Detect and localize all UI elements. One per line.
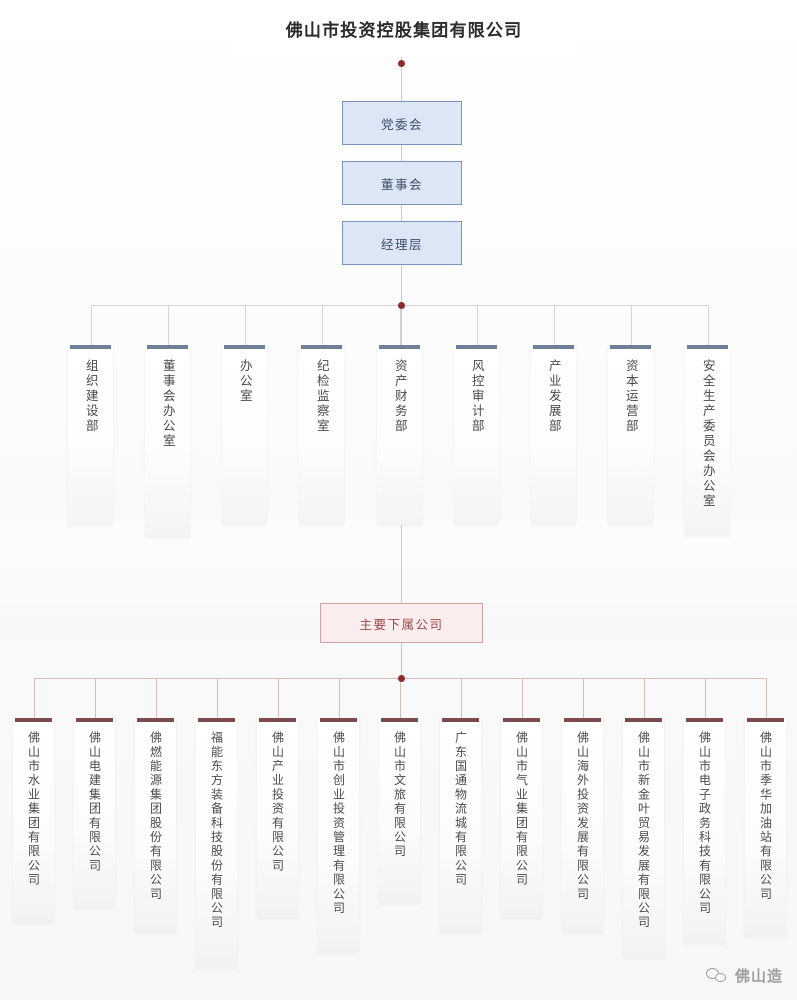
- node-dot-root: [398, 60, 405, 67]
- department-card[interactable]: 产业发展部: [531, 345, 576, 525]
- department-drop-line: [476, 305, 478, 345]
- governance-box-board-of-directors[interactable]: 董事会: [342, 161, 462, 205]
- department-card[interactable]: 组织建设部: [68, 345, 113, 525]
- subsidiary-drop-line: [94, 678, 96, 718]
- subsidiary-label: 佛山市创业投资管理有限公司: [331, 731, 346, 916]
- subsidiary-card[interactable]: 佛山市气业集团有限公司: [501, 718, 542, 918]
- subsidiary-label: 佛山市文旅有限公司: [392, 731, 407, 859]
- department-label: 产业发展部: [546, 359, 561, 434]
- subsidiary-drop-line: [460, 678, 462, 718]
- department-drop-line: [90, 305, 92, 345]
- department-card[interactable]: 安全生产委员会办公室: [685, 345, 730, 535]
- subsidiary-label: 佛山电建集团有限公司: [87, 731, 102, 873]
- subsidiary-label: 佛山市新金叶贸易发展有限公司: [636, 731, 651, 930]
- page-title: 佛山市投资控股集团有限公司: [285, 21, 523, 40]
- subsidiary-card[interactable]: 佛山市创业投资管理有限公司: [318, 718, 359, 953]
- subsidiary-card[interactable]: 佛山产业投资有限公司: [257, 718, 298, 918]
- subsidiary-label: 福能东方装备科技股份有限公司: [209, 731, 224, 930]
- subsidiary-drop-line: [33, 678, 35, 718]
- department-drop-line: [321, 305, 323, 345]
- subsidiary-label: 佛燃能源集团股份有限公司: [148, 731, 163, 902]
- department-drop-line: [167, 305, 169, 345]
- department-label: 办公室: [237, 359, 252, 404]
- node-dot-departments: [398, 302, 405, 309]
- department-label: 董事会办公室: [160, 359, 175, 449]
- subsidiary-drop-line: [155, 678, 157, 718]
- governance-box-party-committee[interactable]: 党委会: [342, 101, 462, 145]
- department-label: 风控审计部: [469, 359, 484, 434]
- spine-governance-1-2: [401, 145, 402, 161]
- department-label: 安全生产委员会办公室: [700, 359, 715, 509]
- department-label: 纪检监察室: [314, 359, 329, 434]
- governance-label: 经理层: [380, 237, 423, 252]
- subsidiary-card[interactable]: 佛山市季华加油站有限公司: [745, 718, 786, 936]
- department-drop-line: [630, 305, 632, 345]
- subsidiary-card[interactable]: 福能东方装备科技股份有限公司: [196, 718, 237, 968]
- subsidiary-card[interactable]: 广东国通物流城有限公司: [440, 718, 481, 933]
- watermark-text: 佛山造: [734, 968, 783, 985]
- department-card[interactable]: 资本运营部: [608, 345, 653, 525]
- subsidiaries-header-label: 主要下属公司: [359, 617, 444, 632]
- subsidiary-card[interactable]: 佛山市新金叶贸易发展有限公司: [623, 718, 664, 958]
- subsidiary-label: 广东国通物流城有限公司: [453, 731, 468, 888]
- department-drop-line: [707, 305, 709, 345]
- wechat-bubble-small: [714, 972, 726, 982]
- subsidiary-card[interactable]: 佛山市电子政务科技有限公司: [684, 718, 725, 943]
- department-card[interactable]: 风控审计部: [454, 345, 499, 525]
- subsidiary-label: 佛山市季华加油站有限公司: [758, 731, 773, 902]
- subsidiary-card[interactable]: 佛山市文旅有限公司: [379, 718, 420, 903]
- department-card[interactable]: 纪检监察室: [299, 345, 344, 525]
- subsidiary-drop-line: [704, 678, 706, 718]
- department-label: 资产财务部: [392, 359, 407, 434]
- governance-label: 党委会: [380, 117, 423, 132]
- subsidiary-drop-line: [277, 678, 279, 718]
- subsidiary-drop-line: [399, 678, 401, 718]
- subsidiaries-header-box[interactable]: 主要下属公司: [320, 603, 483, 643]
- spine-title-to-governance: [401, 57, 402, 103]
- subsidiary-drop-line: [582, 678, 584, 718]
- subsidiary-drop-line: [338, 678, 340, 718]
- subsidiary-card[interactable]: 佛山海外投资发展有限公司: [562, 718, 603, 933]
- subsidiary-card[interactable]: 佛山电建集团有限公司: [74, 718, 115, 908]
- subsidiary-card[interactable]: 佛燃能源集团股份有限公司: [135, 718, 176, 933]
- governance-box-management[interactable]: 经理层: [342, 221, 462, 265]
- subsidiary-label: 佛山海外投资发展有限公司: [575, 731, 590, 902]
- governance-label: 董事会: [380, 177, 423, 192]
- department-label: 组织建设部: [83, 359, 98, 434]
- spine-management-to-departments: [401, 265, 402, 305]
- department-drop-line: [244, 305, 246, 345]
- subsidiary-drop-line: [216, 678, 218, 718]
- subsidiary-label: 佛山市电子政务科技有限公司: [697, 731, 712, 916]
- subsidiary-drop-line: [765, 678, 767, 718]
- department-card[interactable]: 办公室: [222, 345, 267, 525]
- spine-subsidiaries-header-to-rail: [401, 643, 402, 678]
- department-card[interactable]: 资产财务部: [377, 345, 422, 525]
- department-drop-line: [399, 305, 401, 345]
- node-dot-subsidiaries: [398, 675, 405, 682]
- subsidiary-label: 佛山产业投资有限公司: [270, 731, 285, 873]
- department-card[interactable]: 董事会办公室: [145, 345, 190, 537]
- root-title-card: 佛山市投资控股集团有限公司: [228, 0, 580, 57]
- subsidiary-card[interactable]: 佛山市水业集团有限公司: [13, 718, 54, 923]
- subsidiary-drop-line: [643, 678, 645, 718]
- wechat-icon: [705, 967, 728, 985]
- subsidiary-label: 佛山市气业集团有限公司: [514, 731, 529, 888]
- department-label: 资本运营部: [623, 359, 638, 434]
- watermark: 佛山造: [705, 965, 783, 986]
- spine-governance-2-3: [401, 205, 402, 221]
- subsidiary-label: 佛山市水业集团有限公司: [26, 731, 41, 888]
- department-drop-line: [553, 305, 555, 345]
- subsidiary-drop-line: [521, 678, 523, 718]
